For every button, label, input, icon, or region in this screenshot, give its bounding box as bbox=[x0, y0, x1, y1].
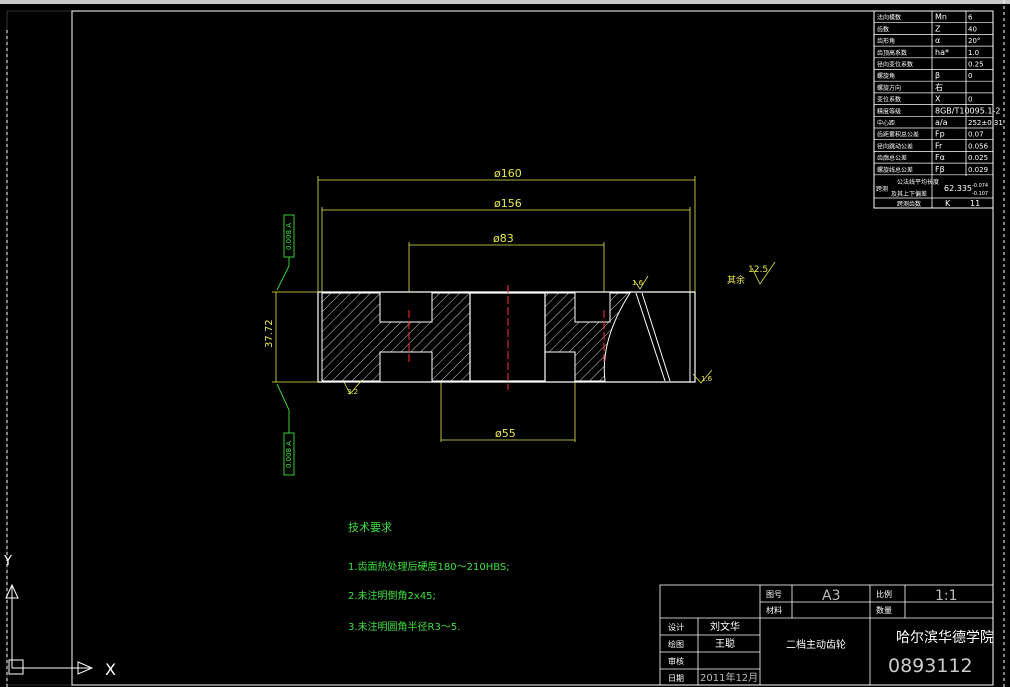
dim-d156: ø156 bbox=[494, 197, 522, 210]
outer-profile bbox=[317, 291, 696, 383]
gear-param-value: 20° bbox=[968, 37, 980, 45]
gear-param-value: 0 bbox=[968, 96, 972, 104]
section-hatch-right bbox=[544, 292, 631, 382]
gear-param-symbol: 右 bbox=[935, 82, 943, 92]
drawing-number: 0893112 bbox=[888, 655, 973, 677]
roughness-top: 1.6 bbox=[632, 279, 644, 287]
gear-param-symbol: ha* bbox=[935, 48, 949, 57]
gear-param-name: 齿数 bbox=[877, 25, 889, 33]
drawer-name: 王聪 bbox=[715, 637, 735, 650]
title-block bbox=[659, 584, 994, 686]
gear-param-symbol: Fr bbox=[935, 141, 943, 150]
gear-param-symbol: β bbox=[935, 71, 940, 80]
gear-param-value: 0.056 bbox=[968, 142, 989, 150]
tolerance-bottom: 0.008 A bbox=[285, 441, 293, 468]
gear-param-value: 40 bbox=[968, 25, 977, 33]
gear-param-symbol: Fα bbox=[935, 153, 945, 162]
dim-d160: ø160 bbox=[494, 167, 522, 180]
qty-label: 数量 bbox=[876, 605, 892, 615]
dim-width: 37.72 bbox=[264, 319, 275, 348]
gear-param-name: 齿顶高系数 bbox=[877, 49, 907, 57]
gear-param-name: 螺旋线总公差 bbox=[877, 166, 913, 174]
gear-param-value: 0.025 bbox=[968, 154, 988, 162]
outer-frame bbox=[71, 10, 994, 686]
gear-param-name: 径向跳动公差 bbox=[877, 142, 913, 150]
gear-param-symbol: X bbox=[935, 95, 941, 104]
gear-param-value: 0.07 bbox=[968, 131, 984, 139]
material-label: 材料 bbox=[766, 605, 782, 615]
date-value: 2011年12月 bbox=[700, 671, 758, 684]
gear-param-symbol: Fβ bbox=[935, 165, 945, 174]
design-label: 设计 bbox=[668, 622, 684, 632]
roughness-left: 3.2 bbox=[347, 388, 358, 396]
gear-param-value: 1.0 bbox=[968, 49, 979, 57]
roughness-right: 1.6 bbox=[701, 375, 713, 383]
tech-item-1: 1.齿面热处理后硬度180～210HBS; bbox=[348, 560, 510, 573]
drawing-no-label: 图号 bbox=[766, 590, 782, 599]
section-hatch-left bbox=[321, 292, 471, 382]
span-dev-lo: -0.107 bbox=[972, 191, 988, 197]
ucs-x-label: X bbox=[105, 660, 116, 679]
dim-d55: ø55 bbox=[495, 427, 516, 440]
tolerance-callouts bbox=[276, 214, 295, 476]
k-name: 跨测齿数 bbox=[897, 200, 921, 208]
dim-d83: ø83 bbox=[493, 232, 514, 245]
gear-param-value: 6 bbox=[968, 14, 973, 22]
ucs-icon[interactable] bbox=[5, 583, 94, 675]
school-name: 哈尔滨华德学院 bbox=[896, 630, 994, 646]
gear-param-value: 252±0.31 bbox=[968, 119, 1003, 127]
gear-param-symbol: α bbox=[935, 36, 940, 45]
gear-param-symbol: Mn bbox=[935, 13, 947, 22]
span-length-label: 公法线平均长度 bbox=[897, 178, 939, 186]
k-value: 11 bbox=[970, 199, 980, 208]
span-value: 62.335 bbox=[944, 184, 972, 193]
sheet-boundary bbox=[6, 10, 994, 686]
gear-param-symbol: Z bbox=[935, 24, 941, 33]
roughness-others-label: 其余 bbox=[727, 274, 745, 286]
tech-item-3: 3.未注明圆角半径R3～5. bbox=[348, 620, 460, 633]
span-dev-up: -0.074 bbox=[972, 183, 988, 189]
gear-param-value: 0.029 bbox=[968, 166, 988, 174]
gear-param-name: 径向变位系数 bbox=[877, 61, 913, 69]
gear-param-name: 变位系数 bbox=[877, 96, 901, 104]
gear-param-symbol: 8GB/T10095.1-2 bbox=[935, 106, 1000, 115]
span-prefix: 跨测 bbox=[876, 185, 888, 193]
tech-title: 技术要求 bbox=[348, 521, 392, 534]
designer-name: 刘文华 bbox=[710, 620, 740, 633]
gear-param-symbol: a/a bbox=[935, 118, 948, 127]
gear-parameter-table: 法向模数 Mn 6 齿数 Z 40 齿形角 α 20° 齿顶高系数 ha* 1.0 径向变位系数 0.25… bbox=[873, 10, 1003, 209]
tolerance-top: 0.008 A bbox=[285, 223, 293, 250]
check-label: 审核 bbox=[668, 656, 684, 666]
dimension-lines bbox=[272, 176, 776, 442]
gear-param-name: 螺旋方向 bbox=[877, 84, 901, 92]
gear-param-value: 0.25 bbox=[968, 61, 984, 69]
date-label: 日期 bbox=[668, 674, 684, 683]
gear-param-name: 齿廓总公差 bbox=[877, 154, 907, 162]
gear-param-symbol: Fp bbox=[935, 130, 945, 139]
ucs-y-label: Y bbox=[3, 554, 12, 569]
part-name: 二档主动齿轮 bbox=[786, 638, 846, 651]
gear-param-name: 中心距 bbox=[877, 119, 895, 127]
scale-value: 1:1 bbox=[935, 588, 958, 604]
k-symbol: K bbox=[945, 199, 951, 208]
gear-param-name: 法向模数 bbox=[877, 14, 901, 22]
roughness-value: 12.5 bbox=[748, 265, 768, 275]
gear-param-value: 0 bbox=[968, 72, 972, 80]
span-sub: 及其上下偏差 bbox=[891, 190, 927, 198]
drawing-no: A3 bbox=[822, 588, 840, 604]
gear-section-view bbox=[317, 285, 696, 390]
gear-param-name: 精度等级 bbox=[877, 107, 901, 115]
scale-label: 比例 bbox=[876, 589, 892, 599]
gear-param-name: 螺旋角 bbox=[877, 72, 895, 80]
gear-param-name: 齿形角 bbox=[877, 37, 895, 45]
tech-item-2: 2.未注明倒角2x45; bbox=[348, 589, 436, 602]
draw-label: 绘图 bbox=[668, 639, 684, 649]
toolbar-strip bbox=[0, 0, 1010, 4]
gear-param-name: 齿距累积总公差 bbox=[877, 131, 919, 139]
tech-requirements: 技术要求 1.齿面热处理后硬度180～210HBS; 2.未注明倒角2x45; … bbox=[348, 521, 510, 633]
